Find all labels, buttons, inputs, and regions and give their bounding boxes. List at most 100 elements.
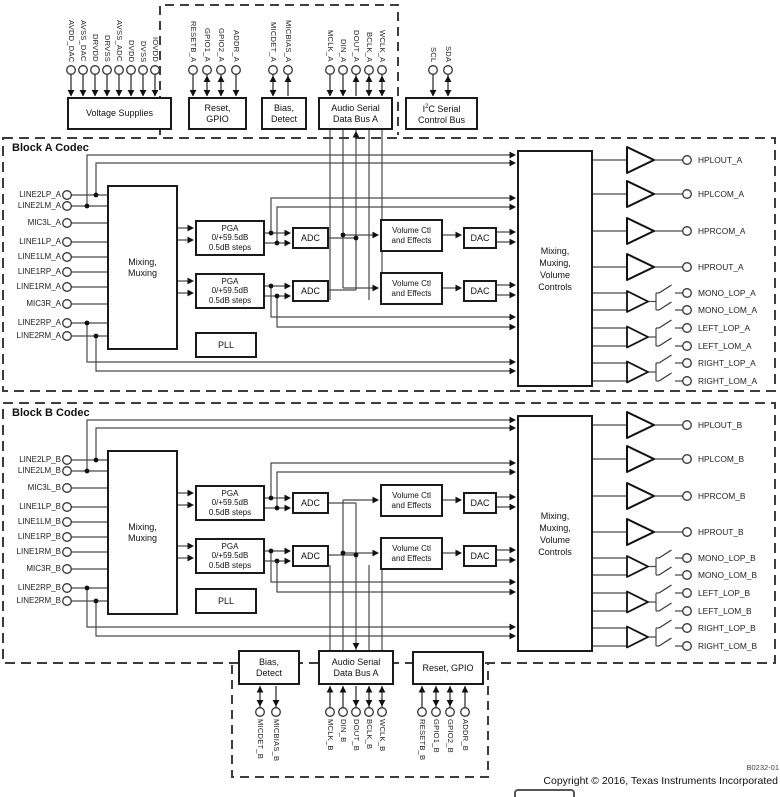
- pga2-b-l3: 0.5dB steps: [208, 560, 252, 570]
- bias-detect-b-box: Bias, Detect: [238, 650, 300, 685]
- bias-detect-b-line2: Detect: [255, 667, 282, 678]
- adc1-a-label: ADC: [300, 232, 320, 243]
- pga1-a-l2: 0/+59.5dB: [211, 233, 249, 243]
- adc1-b-label: ADC: [300, 497, 320, 508]
- reset-gpio-b-box: Reset, GPIO: [412, 651, 484, 685]
- pin-label-hplcom-a: HPLCOM_A: [698, 189, 745, 199]
- block-b-output-circles: [682, 420, 692, 651]
- volume1-a-l2: and Effects: [391, 235, 432, 245]
- top-pin-arrows: [67, 75, 452, 97]
- volume1-a-l1: Volume Ctl: [392, 226, 431, 235]
- pin-label-right-lom-a: RIGHT_LOM_A: [698, 376, 758, 386]
- pin-label-mic3l-b: MIC3L_B: [27, 483, 61, 492]
- pin-label-left-lom-b: LEFT_LOM_B: [698, 606, 752, 616]
- reset-gpio-a-box: Reset, GPIO: [188, 97, 247, 130]
- pga1-a-l1: PGA: [221, 223, 239, 233]
- pin-label-micdet-b: MICDET_B: [256, 719, 265, 759]
- block-a-title: Block A Codec: [12, 142, 89, 154]
- audio-bus-a-line2: Data Bus A: [332, 113, 379, 124]
- pin-label-hprout-a: HPROUT_A: [698, 262, 744, 272]
- dac1-a-label: DAC: [470, 232, 490, 243]
- pga1-a-l3: 0.5dB steps: [208, 242, 252, 252]
- block-a-output-circles: [682, 155, 692, 386]
- pin-label-mic3l-a: MIC3L_A: [27, 218, 61, 227]
- pga1-b-l2: 0/+59.5dB: [211, 498, 249, 508]
- block-b-amps: [626, 411, 673, 649]
- pga1-a-box: PGA 0/+59.5dB 0.5dB steps: [195, 220, 265, 256]
- audio-bus-a-top-box: Audio Serial Data Bus A: [318, 97, 393, 130]
- bias-detect-b-line1: Bias,: [258, 657, 279, 667]
- pin-label-micbias-a: MICBIAS_A: [284, 19, 293, 62]
- pin-label-mic3r-a: MIC3R_A: [26, 299, 61, 308]
- pin-label-din-b: DIN_B: [339, 719, 348, 743]
- voltage-supplies-label: Voltage Supplies: [85, 108, 154, 119]
- mixing-b-line1: Mixing,: [128, 522, 157, 532]
- pin-label-mclk-b: MCLK_B: [326, 719, 335, 751]
- volume2-a-l2: and Effects: [391, 288, 432, 298]
- pin-label-right-lom-b: RIGHT_LOM_B: [698, 641, 758, 651]
- volume2-a-box: Volume Ctl and Effects: [380, 272, 443, 305]
- adc2-a-label: ADC: [300, 285, 320, 296]
- pga2-a-l3: 0.5dB steps: [208, 295, 252, 305]
- adc2-b-box: ADC: [292, 545, 329, 567]
- pin-label-drvss: DRVSS: [103, 34, 112, 62]
- top-pin-stubs: [70, 74, 449, 96]
- pin-label-line2rp-b: LINE2RP_B: [17, 583, 61, 592]
- dashed-borders: [2, 4, 776, 778]
- bottom-pin-circles: [255, 707, 470, 717]
- dac1-b-label: DAC: [470, 497, 490, 508]
- pin-label-line1lm-b: LINE1LM_B: [17, 517, 61, 526]
- pin-label-bclk-b: BCLK_B: [365, 719, 374, 750]
- audio-bus-b-line1: Audio Serial: [331, 657, 381, 667]
- bias-detect-a-line1: Bias,: [273, 103, 294, 113]
- pin-label-micbias-b: MICBIAS_B: [272, 719, 281, 762]
- block-a-input-circles: [62, 190, 72, 341]
- mixing-a-line1: Mixing,: [128, 257, 157, 267]
- pin-label-dvdd: DVDD: [127, 39, 136, 62]
- pin-label-sda: SDA: [444, 45, 453, 62]
- volume1-b-box: Volume Ctl and Effects: [380, 484, 443, 517]
- adc1-a-box: ADC: [292, 227, 329, 249]
- pin-label-line1rm-a: LINE1RM_A: [16, 282, 61, 291]
- adc1-b-box: ADC: [292, 492, 329, 514]
- pll-b-box: PLL: [195, 588, 257, 614]
- output-mixer-a-box: Mixing, Muxing, Volume Controls: [517, 150, 593, 387]
- pll-a-box: PLL: [195, 332, 257, 358]
- reset-gpio-a-line2: GPIO: [206, 113, 229, 124]
- adc2-a-box: ADC: [292, 280, 329, 302]
- pin-label-gpio1-a: GPIO1_A: [203, 28, 212, 62]
- pin-label-hplout-b: HPLOUT_B: [698, 420, 743, 430]
- pga2-a-box: PGA 0/+59.5dB 0.5dB steps: [195, 273, 265, 309]
- pin-label-line2rm-b: LINE2RM_B: [16, 596, 61, 605]
- block-b-title: Block B Codec: [12, 407, 90, 419]
- pin-label-wclk-a: WCLK_A: [378, 29, 387, 62]
- pin-label-hprout-b: HPROUT_B: [698, 527, 744, 537]
- dac1-b-box: DAC: [463, 492, 497, 514]
- output-mixer-b-l1: Mixing,: [540, 510, 570, 521]
- pin-label-gpio2-b: GPIO2_B: [446, 719, 455, 753]
- pin-label-avss-adc: AVSS_ADC: [115, 20, 124, 62]
- mixing-muxing-a-box: Mixing, Muxing: [107, 185, 178, 350]
- pin-label-mono-lom-b: MONO_LOM_B: [698, 570, 758, 580]
- pin-label-line2lp-b: LINE2LP_B: [19, 455, 61, 464]
- pin-label-line2lp-a: LINE2LP_A: [19, 190, 61, 199]
- i2c-bus-box: I2C Serial Control Bus: [405, 97, 478, 130]
- pga2-b-l2: 0/+59.5dB: [211, 551, 249, 561]
- pga2-b-l1: PGA: [221, 541, 239, 551]
- pin-label-addr-b: ADDR_B: [461, 719, 470, 752]
- pin-label-left-lop-a: LEFT_LOP_A: [698, 323, 751, 333]
- i2c-line1: I2C Serial: [422, 104, 461, 114]
- dac2-a-box: DAC: [463, 280, 497, 302]
- audio-bus-b-line2: Data Bus A: [333, 667, 379, 678]
- volume2-b-box: Volume Ctl and Effects: [380, 537, 443, 570]
- mixing-a-line2: Muxing: [127, 267, 157, 278]
- mixing-muxing-b-box: Mixing, Muxing: [107, 450, 178, 615]
- top-pin-circles: [66, 65, 453, 75]
- pga2-b-box: PGA 0/+59.5dB 0.5dB steps: [195, 538, 265, 574]
- pll-a-label: PLL: [217, 339, 234, 350]
- block-a-wires: [71, 130, 683, 382]
- copyright-text: Copyright © 2016, Texas Instruments Inco…: [543, 775, 778, 787]
- dac2-b-label: DAC: [470, 550, 490, 561]
- figure-id: B0232-01: [746, 763, 779, 772]
